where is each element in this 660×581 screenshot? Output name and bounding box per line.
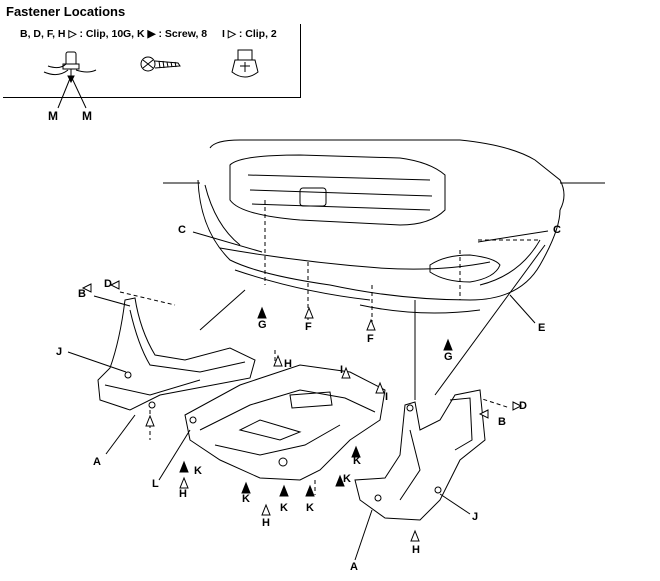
ref-line xyxy=(199,289,246,331)
callout-arrows xyxy=(67,230,549,561)
legend-codes: I xyxy=(222,28,225,40)
label-j-right: J xyxy=(472,511,479,523)
open-triangle-icon: ▷ xyxy=(68,28,77,40)
filled-triangle-icon: ▶ xyxy=(147,28,156,40)
screw-8-illustration xyxy=(140,56,181,72)
label-k-3: K xyxy=(280,502,288,514)
label-d-right: D xyxy=(519,400,527,412)
clip-markers xyxy=(81,280,523,542)
label-f-left: F xyxy=(305,321,312,333)
legend-title: Fastener Locations xyxy=(6,4,126,19)
label-a-bottom: A xyxy=(350,561,358,573)
label-m-2: M xyxy=(82,109,92,123)
legend-desc: : Clip, 2 xyxy=(238,28,277,40)
label-f-right: F xyxy=(367,333,374,345)
ref-line xyxy=(434,244,546,396)
label-i-left: I xyxy=(340,364,344,376)
legend-item-clip-2: I ▷ : Clip, 2 xyxy=(222,28,277,40)
label-m-1: M xyxy=(48,109,58,123)
legend-codes: B, D, F, H xyxy=(20,28,66,40)
label-c-right: C xyxy=(553,224,561,236)
legend-item-screw-8: G, K ▶ : Screw, 8 xyxy=(123,28,207,40)
front-bumper xyxy=(197,139,565,314)
legend-item-clip-10: B, D, F, H ▷ : Clip, 10 xyxy=(20,28,123,40)
label-e: E xyxy=(538,322,546,334)
label-j-left: J xyxy=(56,346,63,358)
label-k-4: K xyxy=(306,502,314,514)
legend-box-bottom xyxy=(3,97,300,98)
label-a-left: A xyxy=(93,456,101,468)
left-splash-shield xyxy=(97,297,256,411)
label-d-left: D xyxy=(104,278,112,290)
label-h-right: H xyxy=(412,544,420,556)
label-g-right: G xyxy=(444,351,453,363)
legend-codes: G, K xyxy=(123,28,145,40)
label-l: L xyxy=(152,478,159,490)
label-h-top: H xyxy=(284,358,292,370)
legend-desc: : Clip, 10 xyxy=(79,28,124,40)
label-b-left: B xyxy=(78,288,86,300)
label-k-5: K xyxy=(353,455,361,467)
right-splash-shield xyxy=(354,389,486,521)
center-undercover xyxy=(184,364,386,481)
clip-10-illustration xyxy=(43,51,97,109)
screw-markers xyxy=(179,306,453,497)
label-i-right: I xyxy=(385,391,389,403)
label-k-6: K xyxy=(343,473,351,485)
open-triangle-icon: ▷ xyxy=(227,28,236,40)
label-g-left: G xyxy=(258,319,267,331)
legend-desc: : Screw, 8 xyxy=(158,28,208,40)
clip-2-illustration xyxy=(231,49,259,78)
label-k-1: K xyxy=(194,465,202,477)
legend-box-right xyxy=(300,24,301,98)
label-h-bottom: H xyxy=(262,517,270,529)
label-c-left: C xyxy=(178,224,186,236)
label-b-right: B xyxy=(498,416,506,428)
label-k-2: K xyxy=(242,493,250,505)
label-h-left: H xyxy=(179,488,187,500)
